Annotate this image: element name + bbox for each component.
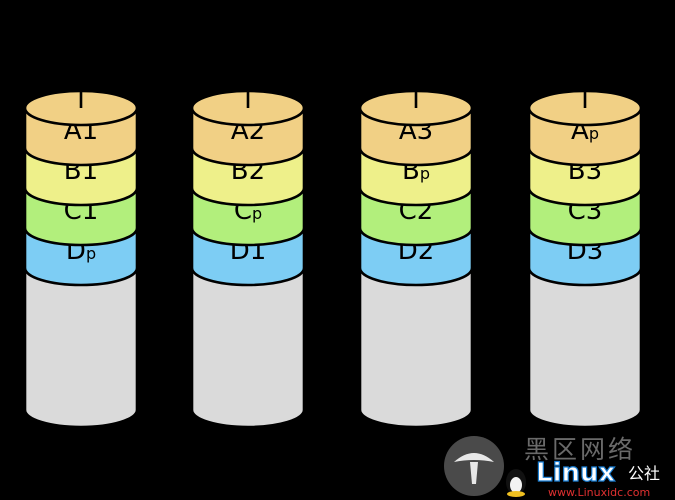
watermark-mushroom-icon (454, 453, 494, 484)
watermark: 黑区网络 Linux 公社 www.Linuxidc.com (444, 435, 660, 499)
block-label-subscript: p (86, 244, 96, 263)
free-space (23, 266, 139, 429)
watermark-penguin-icon (506, 469, 526, 497)
watermark-url: www.Linuxidc.com (548, 486, 650, 499)
watermark-title: 黑区网络 (524, 435, 636, 464)
block-label-subscript: p (589, 124, 599, 143)
free-space (190, 266, 306, 429)
watermark-brand: Linux (536, 458, 615, 488)
block-label-subscript: p (252, 204, 262, 223)
free-space (358, 266, 474, 429)
free-space (527, 266, 643, 429)
block-label-subscript: p (420, 164, 430, 183)
watermark-brand-suffix: 公社 (628, 464, 660, 483)
